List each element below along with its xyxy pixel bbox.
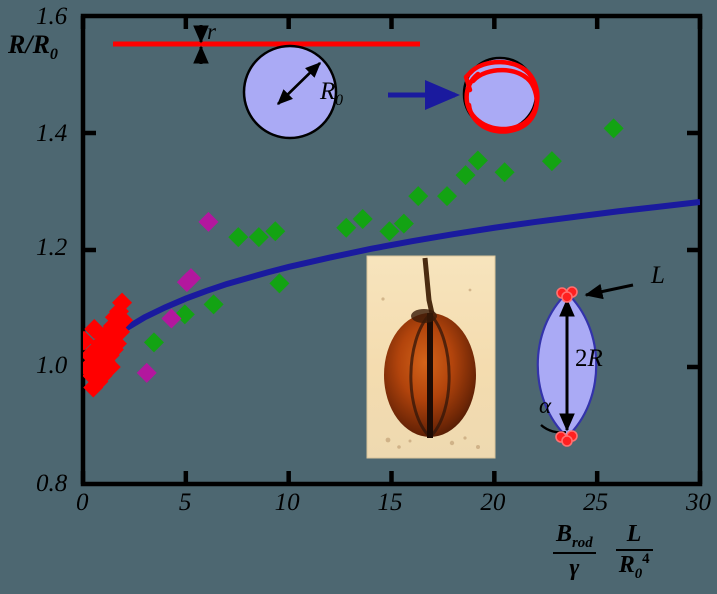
inset-photograph [366, 255, 496, 459]
data-point-marker [143, 332, 164, 353]
x-tick-label-25: 25 [583, 489, 609, 516]
red-data-points [83, 292, 134, 398]
y-tick-label-1.0: 1.0 [36, 352, 68, 379]
data-point-marker [100, 357, 121, 377]
radius-arrow-down-icon [277, 62, 321, 105]
lens-angle-label: α [539, 393, 552, 418]
data-point-marker [136, 362, 157, 383]
data-point-marker [203, 294, 224, 315]
data-point-marker [112, 292, 133, 313]
data-point-marker [455, 165, 476, 186]
green-data-points [143, 118, 624, 353]
y-tick-label-1.4: 1.4 [36, 120, 68, 147]
data-point-marker [228, 227, 249, 248]
data-point-marker [494, 162, 515, 183]
data-point-marker [408, 186, 429, 207]
data-point-marker [437, 186, 458, 207]
x-axis-title-fraction-1: Brod γ [553, 521, 596, 583]
drop-radius-label: R0 [320, 78, 344, 109]
data-point-marker [161, 308, 182, 329]
data-point-marker [379, 221, 400, 242]
x-tick-label-10: 10 [274, 489, 300, 516]
data-point-marker [467, 150, 488, 171]
lens-node-cluster-top [556, 286, 578, 303]
photo-speckles [381, 288, 480, 449]
wrapped-rod-icon [463, 59, 540, 134]
data-point-marker [265, 221, 286, 242]
data-point-marker [83, 330, 95, 351]
data-point-marker [110, 321, 131, 342]
axis-ticks [80, 16, 703, 484]
data-point-marker [198, 211, 219, 232]
data-point-marker [336, 217, 357, 238]
y-tick-label-0.8: 0.8 [36, 470, 68, 497]
rod-thickness-label: r [207, 19, 216, 44]
data-point-marker [180, 268, 201, 289]
x-tick-label-20: 20 [480, 489, 506, 516]
data-point-marker [84, 318, 105, 339]
x-tick-label-15: 15 [377, 489, 403, 516]
data-point-marker [113, 310, 134, 331]
x-axis-title-fraction-2: L R04 [615, 521, 653, 583]
data-point-marker [269, 273, 290, 294]
inset-rod-drop-schematic [113, 25, 540, 140]
y-tick-label-1.2: 1.2 [36, 234, 68, 261]
magenta-data-points [136, 211, 219, 383]
x-tick-label-5: 5 [178, 489, 192, 516]
alpha-arc-icon [540, 424, 567, 434]
L-pointer-arrow-icon [584, 283, 634, 300]
y-tick-label-1.6: 1.6 [36, 3, 68, 30]
data-point-marker [541, 151, 562, 172]
x-tick-label-30: 30 [686, 489, 711, 516]
inset-lens-schematic [536, 283, 634, 447]
x-axis-title: Brod γ L R04 [553, 521, 653, 583]
data-point-marker [393, 213, 414, 234]
lens-diameter-label: 2R [575, 345, 603, 372]
x-tick-label-0: 0 [76, 489, 89, 516]
data-point-marker [603, 118, 624, 139]
lens-node-cluster-bottom [555, 430, 578, 447]
data-point-marker [352, 208, 373, 229]
data-point-marker [248, 227, 269, 248]
lens-length-label: L [651, 262, 665, 289]
y-axis-title: R/R0 [8, 30, 58, 64]
